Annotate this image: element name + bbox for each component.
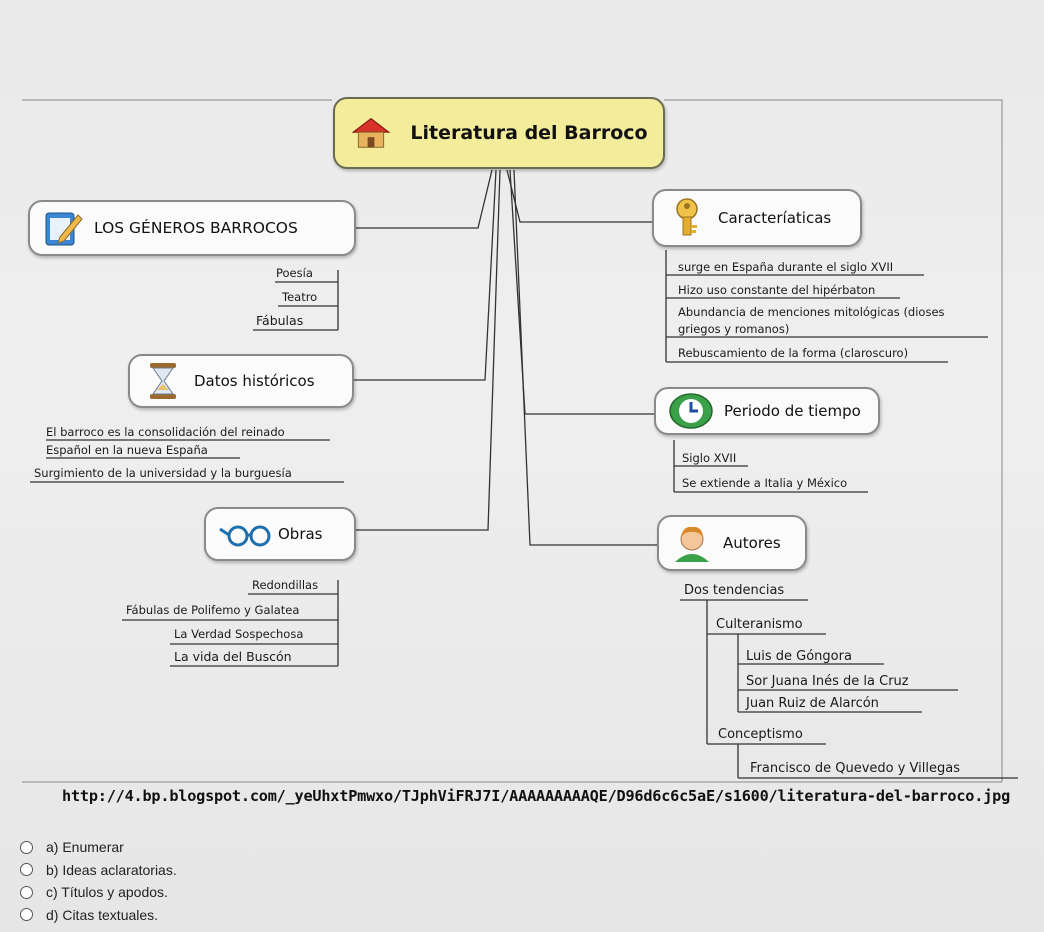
autores-title: Autores bbox=[723, 534, 781, 552]
caracteristica-item: Rebuscamiento de la forma (claroscuro) bbox=[678, 346, 909, 360]
periodo-item: Siglo XVII bbox=[682, 451, 737, 465]
connector-autores bbox=[513, 169, 657, 546]
radio-button[interactable] bbox=[20, 885, 33, 899]
option-c[interactable]: c) Títulos y apodos. bbox=[20, 881, 177, 904]
pencil-note-icon bbox=[42, 207, 84, 249]
answer-options: a) Enumerar b) Ideas aclaratorias. c) Tí… bbox=[20, 836, 177, 926]
periodo-title: Periodo de tiempo bbox=[724, 402, 861, 420]
radio-button[interactable] bbox=[20, 908, 33, 922]
caracteristicas-title: Caracteríaticas bbox=[718, 209, 832, 227]
option-a[interactable]: a) Enumerar bbox=[20, 836, 177, 859]
genero-item: Teatro bbox=[282, 290, 318, 304]
obra-item: La Verdad Sospechosa bbox=[174, 627, 304, 641]
culterano-item: Juan Ruiz de Alarcón bbox=[746, 696, 879, 711]
connector-obras bbox=[356, 169, 501, 531]
source-url[interactable]: http://4.bp.blogspot.com/_yeUhxtPmwxo/TJ… bbox=[62, 787, 1011, 805]
obras-title: Obras bbox=[278, 525, 323, 543]
conceptismo-label: Conceptismo bbox=[718, 727, 803, 742]
genero-item: Poesía bbox=[276, 266, 313, 280]
option-label: a) Enumerar bbox=[46, 839, 124, 856]
caracteristica-item: surge en España durante el siglo XVII bbox=[678, 260, 894, 274]
culterano-item: Sor Juana Inés de la Cruz bbox=[746, 674, 909, 689]
option-label: c) Títulos y apodos. bbox=[46, 884, 168, 901]
option-label: b) Ideas aclaratorias. bbox=[46, 861, 177, 878]
connector-periodo bbox=[509, 169, 654, 415]
radio-button[interactable] bbox=[20, 840, 33, 854]
periodo-item: Se extiende a Italia y México bbox=[682, 476, 848, 490]
key-icon bbox=[666, 197, 708, 239]
glasses-icon bbox=[218, 513, 272, 555]
person-icon bbox=[671, 522, 713, 564]
connector-generos bbox=[355, 169, 493, 229]
culteranismo-label: Culteranismo bbox=[716, 617, 803, 632]
root-title: Literatura del Barroco bbox=[410, 122, 648, 144]
node-datos: Datos históricos bbox=[128, 354, 354, 408]
caracteristica-item: Hizo uso constante del hipérbaton bbox=[678, 283, 876, 297]
option-d[interactable]: d) Citas textuales. bbox=[20, 904, 177, 927]
radio-button[interactable] bbox=[20, 863, 33, 877]
datos-item: Español en la nueva España bbox=[46, 443, 208, 457]
caracteristica-item: griegos y romanos) bbox=[678, 322, 790, 336]
culterano-item: Luis de Góngora bbox=[746, 649, 852, 664]
node-autores: Autores bbox=[657, 515, 807, 571]
datos-title: Datos históricos bbox=[194, 372, 315, 390]
node-caracteristicas: Caracteríaticas bbox=[652, 189, 862, 247]
connector-caracteristicas bbox=[506, 169, 652, 223]
caracteristica-item: Abundancia de menciones mitológicas (dio… bbox=[678, 305, 945, 319]
obra-item: Fábulas de Polifemo y Galatea bbox=[126, 603, 300, 617]
root-node: Literatura del Barroco bbox=[333, 97, 665, 169]
datos-item: El barroco es la consolidación del reina… bbox=[46, 425, 285, 439]
option-label: d) Citas textuales. bbox=[46, 906, 159, 923]
hourglass-icon bbox=[142, 360, 184, 402]
connector-datos bbox=[354, 169, 497, 381]
datos-item: Surgimiento de la universidad y la burgu… bbox=[34, 466, 292, 480]
node-obras: Obras bbox=[204, 507, 356, 561]
obra-item: La vida del Buscón bbox=[174, 649, 292, 664]
clock-icon bbox=[668, 390, 714, 432]
node-periodo: Periodo de tiempo bbox=[654, 387, 880, 435]
option-b[interactable]: b) Ideas aclaratorias. bbox=[20, 859, 177, 882]
generos-title: LOS GÉNEROS BARROCOS bbox=[94, 219, 298, 237]
conceptista-item: Francisco de Quevedo y Villegas bbox=[750, 761, 960, 776]
dos-tendencias: Dos tendencias bbox=[684, 583, 785, 598]
genero-item: Fábulas bbox=[256, 313, 304, 328]
obra-item: Redondillas bbox=[252, 578, 319, 592]
house-icon bbox=[350, 112, 400, 154]
node-generos: LOS GÉNEROS BARROCOS bbox=[28, 200, 356, 256]
